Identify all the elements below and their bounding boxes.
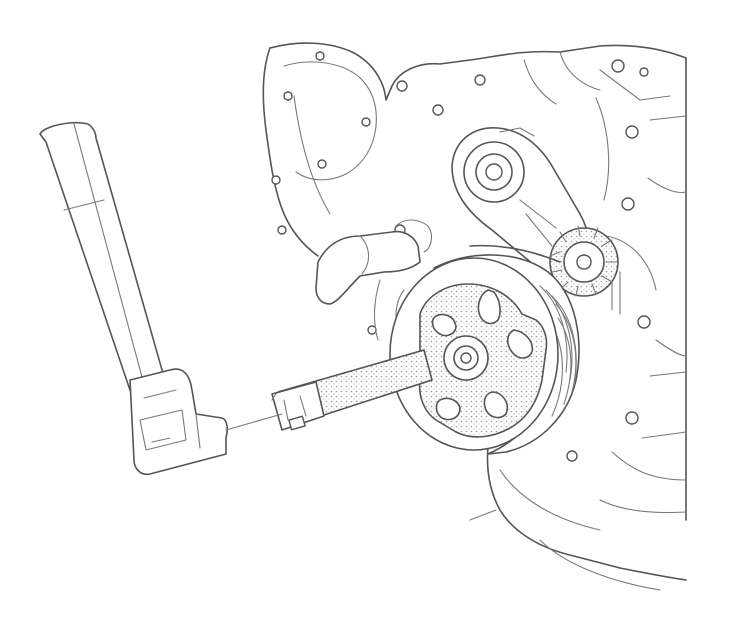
- crankshaft-balancer-pulley-icon: [271, 254, 580, 455]
- engine-block-icon: [262, 42, 687, 591]
- breaker-bar-icon: [39, 121, 283, 476]
- belt-tensioner-icon: [451, 127, 619, 297]
